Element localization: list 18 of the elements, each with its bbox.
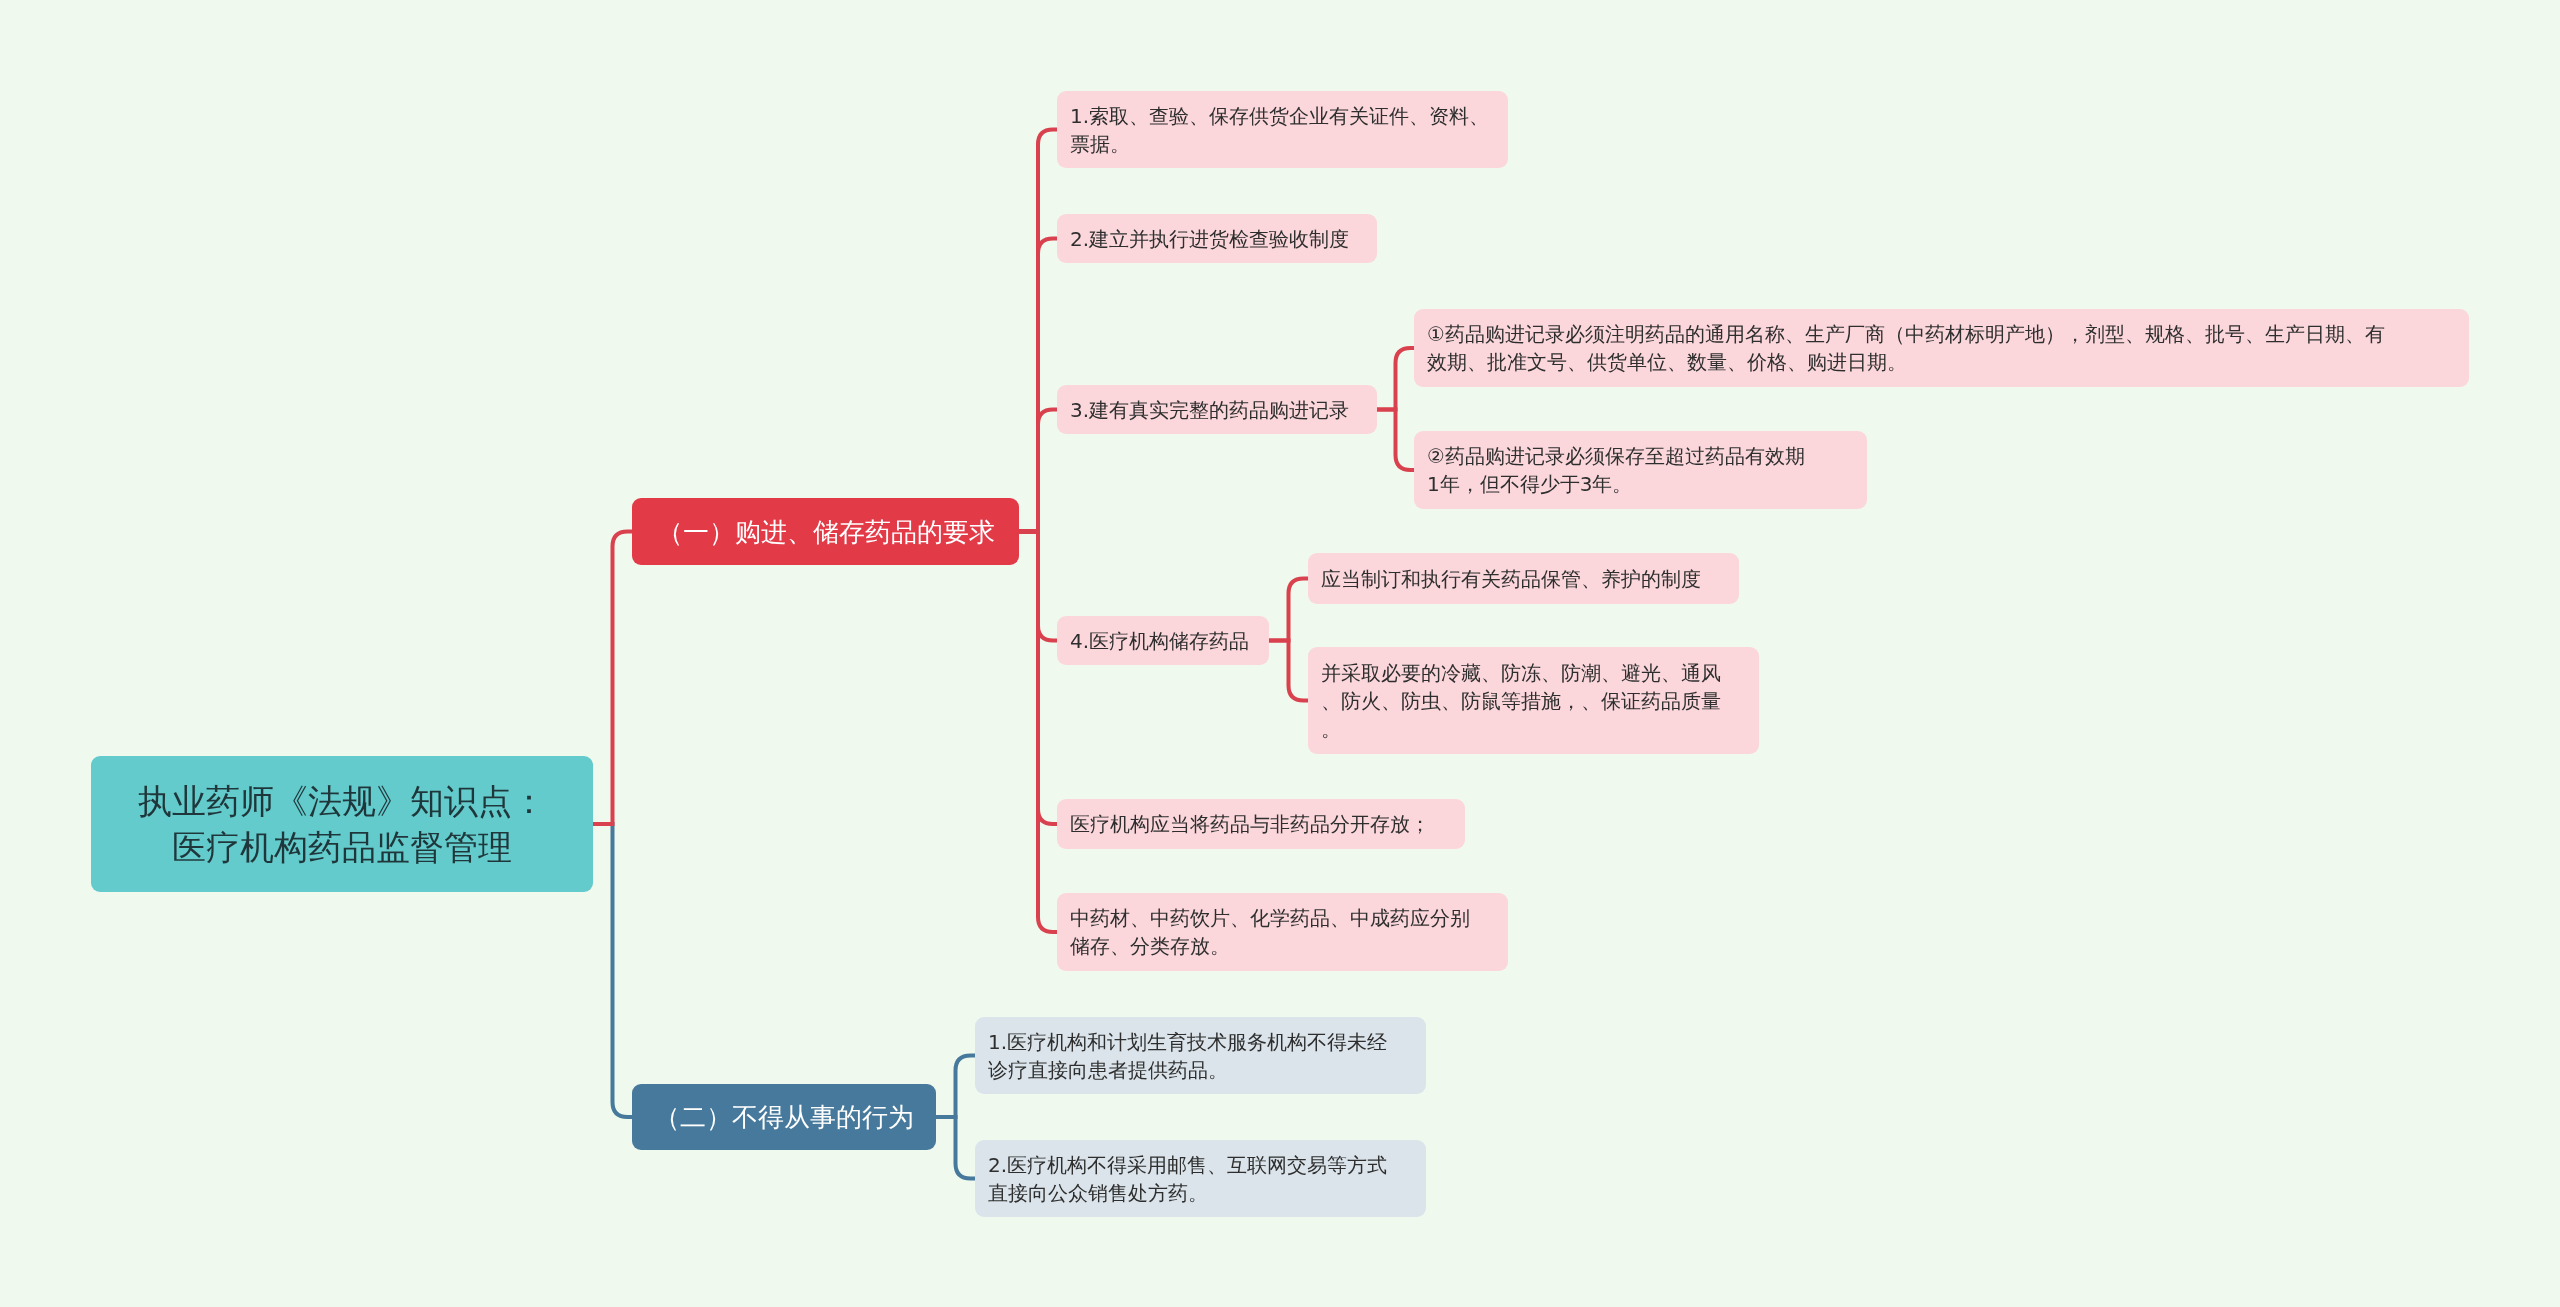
subtopic-box: 中药材、中药饮片、化学药品、中成药应分别储存、分类存放。 [1057, 893, 1508, 971]
connector-line [593, 529, 632, 826]
subtopic-box: 应当制订和执行有关药品保管、养护的制度 [1308, 553, 1739, 604]
subtopic-box: 1.索取、查验、保存供货企业有关证件、资料、票据。 [1057, 91, 1508, 168]
subtopic-box: 4.医疗机构储存药品 [1057, 616, 1269, 665]
branch-topic-box: （一）购进、储存药品的要求 [632, 498, 1019, 565]
subtopic-box: 1.医疗机构和计划生育技术服务机构不得未经诊疗直接向患者提供药品。 [975, 1017, 1426, 1094]
connector-line [1269, 638, 1308, 703]
subtopic-box: 3.建有真实完整的药品购进记录 [1057, 385, 1377, 434]
subtopic-box: ②药品购进记录必须保存至超过药品有效期1年，但不得少于3年。 [1414, 431, 1867, 509]
subtopic-box: ①药品购进记录必须注明药品的通用名称、生产厂商（中药材标明产地），剂型、规格、批号、生产日期、有效期、批准文号、供货单位、数量、价格、购进日期。 [1414, 309, 2469, 387]
subtopic-box: 并采取必要的冷藏、防冻、防潮、避光、通风、防火、防虫、防鼠等措施，、保证药品质量。 [1308, 647, 1759, 754]
connector-line [936, 1115, 975, 1181]
branch-topic-box: （二）不得从事的行为 [632, 1084, 936, 1150]
subtopic-box: 2.医疗机构不得采用邮售、互联网交易等方式直接向公众销售处方药。 [975, 1140, 1426, 1217]
central-topic-box: 执业药师《法规》知识点：医疗机构药品监督管理 [91, 756, 593, 892]
subtopic-box: 医疗机构应当将药品与非药品分开存放； [1057, 799, 1465, 849]
subtopic-box: 2.建立并执行进货检查验收制度 [1057, 214, 1377, 263]
